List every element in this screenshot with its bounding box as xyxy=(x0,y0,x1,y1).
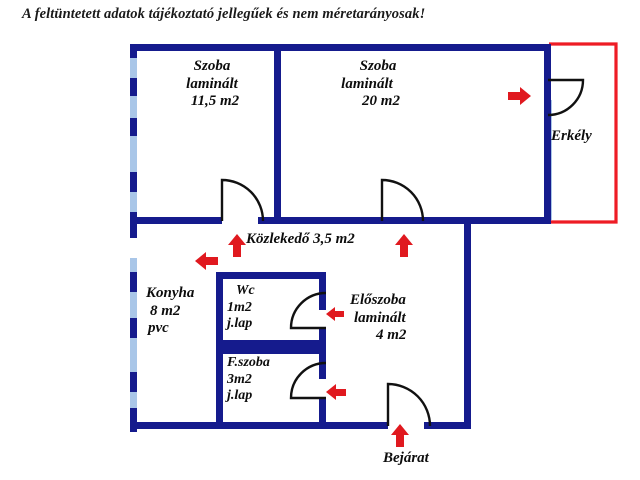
room-label-erkely: Erkély xyxy=(551,128,592,146)
arrow-szoba2-door xyxy=(395,234,413,257)
wc-area: 1m2 xyxy=(227,299,252,315)
eloszoba-area: 4 m2 xyxy=(376,327,407,344)
door-entrance xyxy=(386,382,432,427)
szoba2-floor: laminált xyxy=(341,75,393,92)
door-balcony xyxy=(547,78,585,117)
arrow-wc-door xyxy=(326,307,344,321)
room-label-wc: Wc 1m2 j.lap xyxy=(227,283,255,333)
arrow-to-kitchen xyxy=(195,252,218,270)
erkely-name: Erkély xyxy=(551,128,592,144)
fszoba-name: F.szoba xyxy=(227,355,270,370)
balcony-outline xyxy=(549,42,618,224)
szoba1-floor: laminált xyxy=(186,75,238,92)
room-label-kozlekedo: Közlekedő 3,5 m2 xyxy=(246,231,355,249)
door-swings xyxy=(220,78,585,427)
arrow-entrance xyxy=(391,424,409,447)
arrow-szoba1-door xyxy=(228,234,246,257)
eloszoba-name: Előszoba xyxy=(350,292,406,308)
konyha-floor: pvc xyxy=(148,320,169,337)
room-label-eloszoba: Előszoba laminált 4 m2 xyxy=(350,292,406,345)
eloszoba-floor: laminált xyxy=(354,309,406,326)
wc-name: Wc xyxy=(236,283,255,298)
room-label-fszoba: F.szoba 3m2 j.lap xyxy=(227,355,270,405)
door-fszoba xyxy=(289,361,327,400)
room-label-szoba-2: Szoba laminált 20 m2 xyxy=(318,58,438,111)
konyha-area: 8 m2 xyxy=(150,302,181,319)
room-label-szoba-1: Szoba laminált 11,5 m2 xyxy=(152,58,272,111)
room-label-konyha: Konyha 8 m2 pvc xyxy=(146,285,194,338)
konyha-name: Konyha xyxy=(146,285,195,301)
kozlekedo-name: Közlekedő 3,5 m2 xyxy=(246,231,355,247)
wc-floor: j.lap xyxy=(227,316,253,332)
disclaimer-text: A feltüntetett adatok tájékoztató jelleg… xyxy=(22,6,426,22)
direction-arrows xyxy=(195,87,531,447)
szoba1-name: Szoba xyxy=(193,58,231,74)
szoba2-area: 20 m2 xyxy=(362,93,400,110)
szoba1-area: 11,5 m2 xyxy=(190,93,240,110)
fszoba-area: 3m2 xyxy=(227,371,252,387)
door-szoba2 xyxy=(380,178,425,222)
door-wc xyxy=(289,291,327,330)
arrow-fszoba-door xyxy=(326,384,346,400)
arrow-to-balcony xyxy=(508,87,531,105)
door-szoba1 xyxy=(220,178,265,222)
fszoba-floor: j.lap xyxy=(227,388,253,404)
bejarat-text: Bejárat xyxy=(383,450,429,466)
entrance-label: Bejárat xyxy=(383,450,429,468)
szoba2-name: Szoba xyxy=(359,58,397,74)
